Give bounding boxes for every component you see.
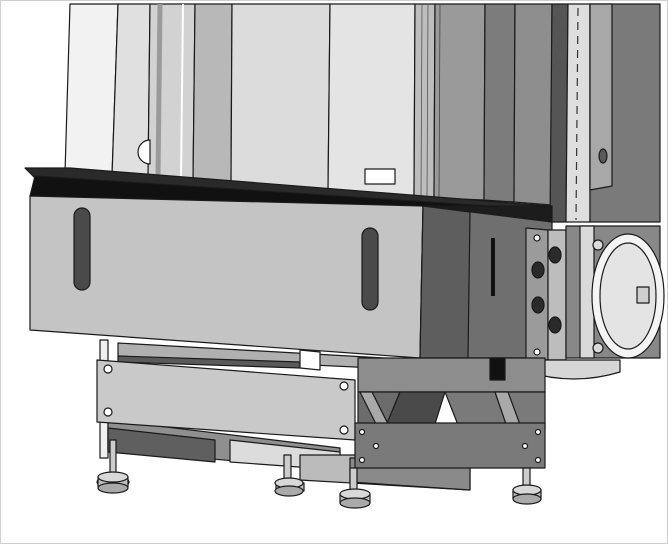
upper-housing <box>64 3 553 206</box>
front-plate-right <box>354 422 546 469</box>
leveling-feet <box>96 439 542 509</box>
flue-pipe <box>591 233 665 359</box>
right-column <box>549 3 661 223</box>
stand <box>99 339 546 491</box>
slot-left <box>73 207 91 291</box>
slot-right <box>361 227 379 311</box>
main-box <box>29 195 553 359</box>
